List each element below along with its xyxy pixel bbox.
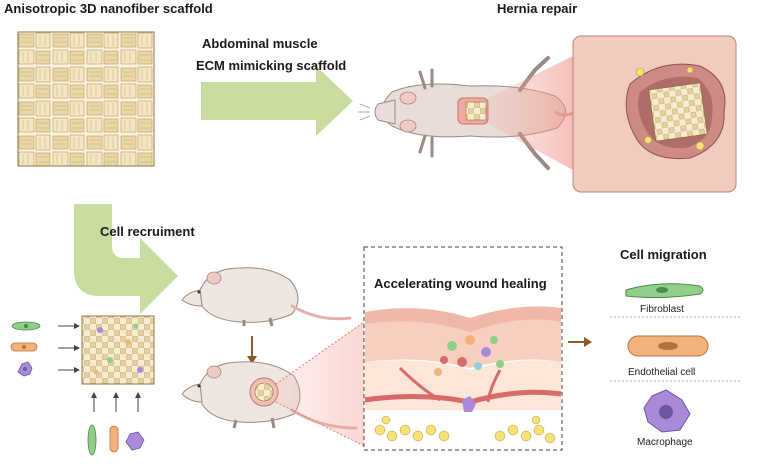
cell-migration-label: Cell migration <box>620 247 707 262</box>
rat-before-implant <box>181 267 352 327</box>
hernia-zoom-panel <box>572 35 737 193</box>
cell-seeding-group <box>10 315 155 456</box>
cell-recruitment-arrow <box>74 204 178 314</box>
endothelial-cell-label: Endothelial cell <box>628 367 696 378</box>
hernia-repair-label: Hernia repair <box>497 1 578 16</box>
zoom-beam-bottom <box>276 322 364 446</box>
zoom-beam-top <box>488 56 573 170</box>
wound-healing-panel <box>363 246 563 451</box>
down-arrow <box>247 336 257 364</box>
cell-type-legend <box>610 283 740 433</box>
top-green-arrow <box>201 66 353 136</box>
wound-healing-label: Accelerating wound healing <box>374 276 547 291</box>
arrow-label-line1: Abdominal muscle <box>202 36 318 51</box>
migration-arrow <box>568 337 592 347</box>
arrow-label-line2: ECM mimicking scaffold <box>196 58 347 73</box>
fibroblast-label: Fibroblast <box>640 304 684 315</box>
scaffold-title: Anisotropic 3D nanofiber scaffold <box>4 1 213 16</box>
macrophage-label: Macrophage <box>637 437 693 448</box>
nanofiber-scaffold <box>17 31 155 167</box>
cell-recruitment-label: Cell recruiment <box>100 224 195 239</box>
